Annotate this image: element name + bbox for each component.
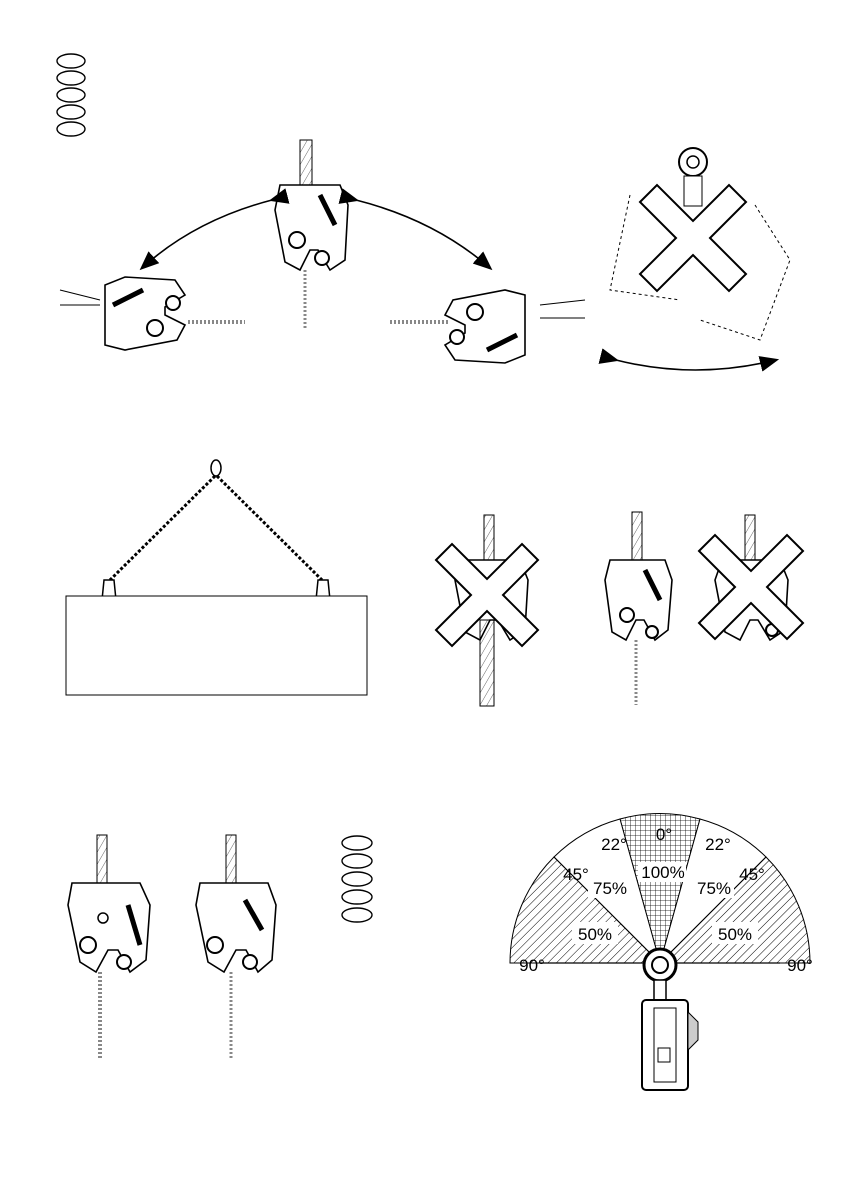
- clamp-variant-a: [68, 835, 150, 1058]
- capacity-100-label: 100%: [641, 863, 684, 882]
- clamp-orientation-figure: [436, 512, 803, 706]
- clamp-wrong-1: [436, 515, 538, 706]
- clamp-swing-figure: [60, 140, 585, 363]
- load-plate: [66, 596, 367, 695]
- clamp-left-icon: [105, 277, 185, 350]
- angle-45-left-label: 45°: [563, 865, 589, 884]
- capacity-75-left-label: 75%: [593, 879, 627, 898]
- clamp-pair-figure: [68, 835, 276, 1058]
- angle-90-left-label: 90°: [519, 956, 545, 975]
- clamp-wrong-2: [699, 515, 803, 640]
- clamp-correct: [605, 512, 672, 705]
- angle-90-right-label: 90°: [787, 956, 813, 975]
- clamp-variant-b: [196, 835, 276, 1058]
- legend-ovals-top: [57, 54, 85, 136]
- legend-ovals-bottom: [342, 836, 372, 922]
- angle-capacity-chart: 0° 22° 22° 45° 45° 90° 90° 100% 75% 75% …: [510, 814, 813, 1090]
- clamp-upright-icon: [275, 140, 348, 328]
- shackle-clamp-icon: [642, 949, 698, 1090]
- angle-22-left-label: 22°: [601, 835, 627, 854]
- prohibited-swivel-figure: [610, 148, 790, 370]
- capacity-50-left-label: 50%: [578, 925, 612, 944]
- capacity-75-right-label: 75%: [697, 879, 731, 898]
- angle-45-right-label: 45°: [739, 865, 765, 884]
- two-leg-sling-figure: [66, 460, 367, 695]
- clamp-right-icon: [445, 290, 525, 363]
- angle-0-label: 0°: [656, 825, 672, 844]
- angle-22-right-label: 22°: [705, 835, 731, 854]
- capacity-50-right-label: 50%: [718, 925, 752, 944]
